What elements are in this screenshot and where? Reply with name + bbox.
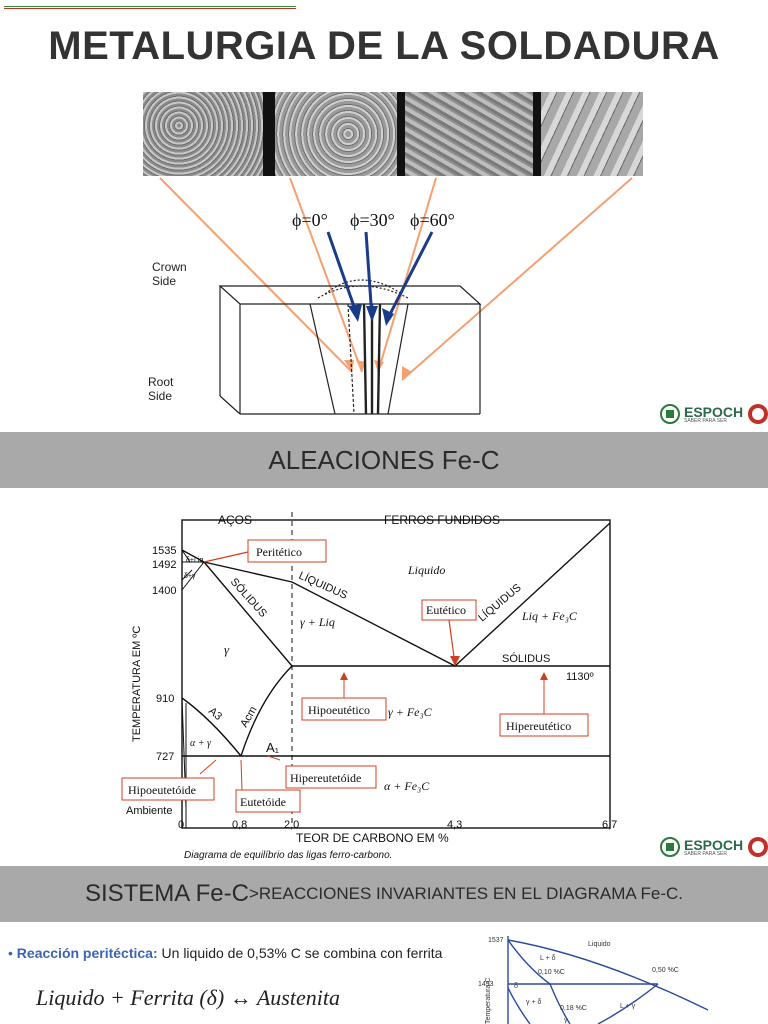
angle-label-30: ϕ=30° bbox=[350, 210, 395, 230]
orange-arrow-2 bbox=[289, 177, 363, 373]
espoch-emblem-icon bbox=[748, 404, 768, 424]
delta-gamma-label: δ+γ bbox=[184, 573, 196, 580]
liq-fe3c-label: Liq + Fe₃C bbox=[521, 609, 578, 623]
bullet-peritectic: • Reacción peritéctica: Un liquido de 0,… bbox=[8, 945, 443, 961]
x-axis-label: TEOR DE CARBONO EM % bbox=[296, 831, 449, 845]
liquidus-left-label: LÍQUIDUS bbox=[297, 569, 350, 602]
acm-line bbox=[240, 665, 293, 757]
mini-delta: δ bbox=[514, 983, 518, 990]
hipoeutetoide-box: Hipoeutetóide bbox=[128, 783, 196, 797]
peritectic-formula: Liquido + Ferrita (δ) ↔ Austenita bbox=[36, 985, 340, 1010]
gamma-liq-label: γ + Liq bbox=[300, 615, 335, 629]
y-tick: 1535 bbox=[152, 545, 176, 557]
section-title-main: SISTEMA Fe-C bbox=[84, 880, 249, 907]
mini-l-gamma: L + γ bbox=[620, 1003, 636, 1010]
mini-t1493: 1493 bbox=[478, 981, 494, 988]
orange-arrow-1 bbox=[159, 177, 353, 373]
logo-name: ESPOCH bbox=[684, 403, 744, 420]
micrograph-3 bbox=[405, 92, 533, 176]
liquidus-line bbox=[181, 522, 611, 667]
t1130-label: 1130º bbox=[566, 671, 594, 683]
eutetoide-box: Eutetóide bbox=[240, 795, 286, 809]
micrograph-2 bbox=[275, 92, 397, 176]
orange-arrow-3 bbox=[377, 177, 437, 373]
eutetico-box: Eutético bbox=[426, 603, 466, 617]
y-tick: 1492 bbox=[152, 559, 176, 571]
ferros-label: FERROS FUNDIDOS bbox=[384, 513, 500, 527]
blue-arrow-0 bbox=[326, 231, 360, 319]
alpha-gamma-label: α + γ bbox=[190, 738, 212, 749]
angle-label-60: ϕ=60° bbox=[410, 210, 455, 230]
bullet-bold: Reacción peritéctica: bbox=[16, 945, 158, 961]
fe-c-phase-diagram: AÇOS FERROS FUNDIDOS 1535 1492 1400 910 … bbox=[121, 512, 617, 861]
liquidus-right-label: LÍQUIDUS bbox=[476, 581, 524, 624]
crown-label: Side bbox=[152, 274, 176, 288]
gamma-label: γ bbox=[224, 642, 230, 657]
solidus-right-label: SÓLIDUS bbox=[502, 652, 550, 665]
y-tick: 1400 bbox=[152, 585, 176, 597]
mini-c050: 0,50 %C bbox=[652, 967, 679, 974]
x-tick: 0 bbox=[178, 819, 184, 831]
mini-ylabel: Temperatura C bbox=[485, 978, 492, 1024]
slide-title: METALURGIA DE LA SOLDADURA bbox=[48, 24, 720, 68]
blue-arrow-60 bbox=[384, 231, 434, 323]
diagram-caption: Diagrama de equilíbrio das ligas ferro-c… bbox=[184, 850, 392, 861]
section-band: ALEACIONES Fe-C bbox=[0, 432, 768, 488]
micrograph-strip bbox=[143, 92, 643, 176]
micrograph-1 bbox=[143, 92, 263, 176]
root-label: Side bbox=[148, 389, 172, 403]
root-label: Root bbox=[148, 375, 174, 389]
orange-arrow-4 bbox=[401, 177, 633, 381]
micrograph-4 bbox=[541, 92, 643, 176]
section-title-sub: >REACCIONES INVARIANTES EN EL DIAGRAMA F… bbox=[248, 884, 684, 903]
diagram-frame bbox=[181, 519, 611, 829]
mini-liquido: Liquido bbox=[588, 941, 611, 948]
weld-diagram: ϕ=0° ϕ=30° ϕ=60° Crown Side Root Side bbox=[148, 177, 633, 415]
liquido-label: Liquido bbox=[407, 563, 445, 577]
espoch-seal-icon bbox=[660, 404, 680, 424]
mini-c018: 0,18 %C bbox=[560, 1005, 587, 1012]
gamma-fe3c-label: γ + Fe₃C bbox=[388, 705, 433, 719]
mini-g-delta: γ + δ bbox=[526, 999, 541, 1006]
angle-label-0: ϕ=0° bbox=[292, 210, 328, 230]
alpha-fe3c-label: α + Fe₃C bbox=[384, 779, 430, 793]
mini-phase-diagram: 1537 1493 Liquido L + δ 0,10 %C 0,50 %C … bbox=[478, 936, 709, 1024]
title-accent-line bbox=[4, 6, 296, 9]
x-tick: 0,8 bbox=[232, 819, 247, 831]
espoch-logo: ESPOCH SABER PARA SER bbox=[660, 403, 768, 425]
hipereutetico-box: Hipereutético bbox=[506, 719, 571, 733]
logo-tagline: SABER PARA SER bbox=[684, 850, 727, 857]
mini-gamma: γ bbox=[564, 1017, 568, 1024]
mini-c010: 0,10 %C bbox=[538, 969, 565, 976]
hipereutetoide-box: Hipereutetóide bbox=[290, 771, 361, 785]
hipoeutetico-box: Hipoeutético bbox=[308, 703, 370, 717]
divider bbox=[533, 92, 541, 176]
a1-label: A₁ bbox=[266, 740, 280, 755]
section-title: ALEACIONES Fe-C bbox=[268, 444, 500, 475]
espoch-logo: ESPOCH SABER PARA SER bbox=[660, 836, 768, 858]
divider bbox=[397, 92, 405, 176]
logo-tagline: SABER PARA SER bbox=[684, 417, 727, 424]
espoch-seal-icon bbox=[660, 837, 680, 857]
y-tick: 727 bbox=[156, 751, 174, 763]
x-tick: 4,3 bbox=[447, 819, 462, 831]
y-tick: Ambiente bbox=[126, 805, 172, 817]
x-tick: 6,7 bbox=[602, 819, 617, 831]
bullet-text: Un liquido de 0,53% C se combina con fer… bbox=[157, 945, 443, 961]
crown-label: Crown bbox=[152, 260, 187, 274]
peritetico-box: Peritético bbox=[256, 545, 302, 559]
divider bbox=[263, 92, 275, 176]
blue-arrow-30 bbox=[364, 231, 374, 319]
y-tick: 910 bbox=[156, 693, 174, 705]
section-band: SISTEMA Fe-C >REACCIONES INVARIANTES EN … bbox=[0, 866, 768, 922]
espoch-emblem-icon bbox=[748, 837, 768, 857]
y-axis-label: TEMPERATURA EM ºC bbox=[131, 626, 143, 742]
a3-line bbox=[181, 697, 242, 757]
mini-t1537: 1537 bbox=[488, 937, 504, 944]
mini-l-delta: L + δ bbox=[540, 955, 556, 962]
logo-name: ESPOCH bbox=[684, 836, 744, 853]
acos-label: AÇOS bbox=[218, 513, 252, 527]
delta-liq-label: δ+Liq bbox=[186, 557, 203, 564]
x-tick: 2,0 bbox=[284, 819, 299, 831]
